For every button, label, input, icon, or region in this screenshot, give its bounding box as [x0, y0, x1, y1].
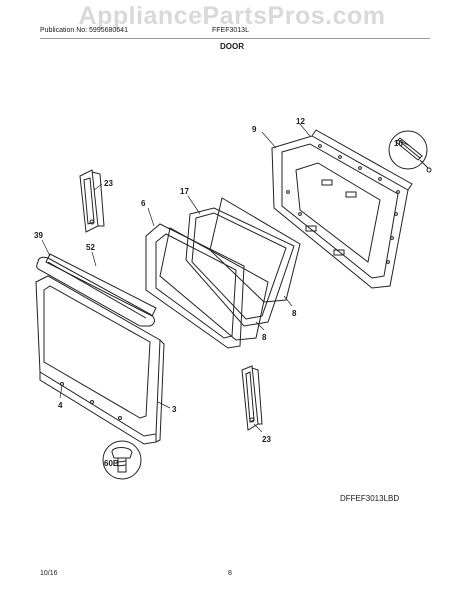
watermark: AppliancePartsPros.com [78, 2, 386, 30]
footer-date: 10/16 [40, 570, 58, 577]
door-hinge-bottom [241, 365, 263, 431]
callout-8-right: 8 [292, 309, 297, 318]
door-hinge-top [79, 169, 105, 233]
callout-23-top: 23 [104, 179, 113, 188]
header-rule [40, 38, 430, 39]
callout-4: 4 [58, 401, 63, 410]
window-frame [145, 223, 245, 349]
outer-door-panel [35, 275, 165, 445]
model-number: FFEF3013L [212, 27, 249, 34]
door-top-trim [45, 253, 157, 317]
callout-17: 17 [180, 187, 189, 196]
diagram-code: DFFEF3013LBD [340, 494, 400, 503]
inner-door-frame [271, 129, 413, 289]
callout-52: 52 [86, 243, 95, 252]
window-glass-gasket [185, 207, 295, 327]
page-number: 8 [228, 570, 232, 577]
section-title: DOOR [220, 42, 244, 51]
callout-23-bottom: 23 [262, 435, 271, 444]
window-glass [159, 197, 301, 341]
screw-detail [388, 130, 432, 173]
publication-number: Publication No: 5995680641 [40, 27, 128, 34]
screw-detail-60b [102, 440, 142, 480]
callout-3: 3 [172, 405, 177, 414]
callout-39: 39 [34, 231, 43, 240]
leader-lines [41, 123, 411, 433]
door-handle [36, 256, 155, 327]
callout-60b: 60B [104, 459, 119, 468]
callout-6: 6 [141, 199, 146, 208]
callout-12: 12 [296, 117, 305, 126]
callout-9: 9 [252, 125, 257, 134]
callout-10: 10 [394, 139, 403, 148]
callout-8-left: 8 [262, 333, 267, 342]
